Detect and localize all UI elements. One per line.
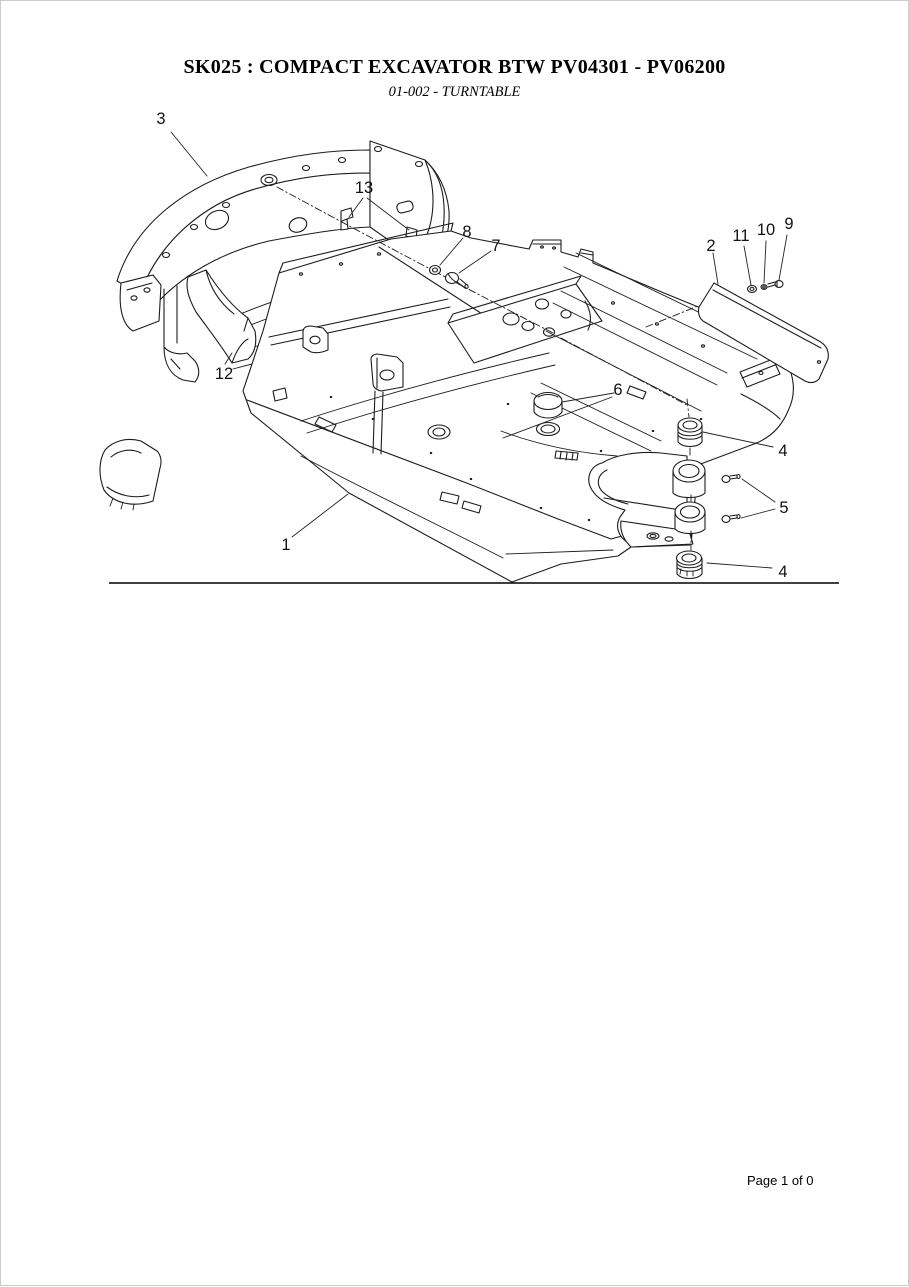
plug-cap-6 [533, 391, 563, 437]
callout-label-8: 8 [462, 223, 471, 241]
callout-leader-2 [712, 252, 719, 285]
callout-label-4: 4 [778, 563, 787, 581]
callout-leader-8 [439, 237, 464, 266]
callout-leader-1 [291, 493, 349, 538]
callout-leader-5 [741, 478, 776, 503]
callout-label-5: 5 [779, 499, 788, 517]
callout-leader-3 [170, 131, 208, 177]
callout-label-1: 1 [281, 536, 290, 554]
clip-13 [340, 207, 354, 231]
callout-leader-13 [348, 197, 364, 218]
callout-leader-5 [740, 508, 776, 519]
callout-label-9: 9 [784, 215, 793, 233]
callout-leader-11 [743, 245, 752, 286]
alignment-lines [276, 186, 688, 406]
cover-left-leg [99, 274, 200, 511]
callout-leader-6 [502, 396, 613, 439]
callout-leader-12 [224, 352, 233, 365]
callout-label-6: 6 [613, 381, 622, 399]
callout-label-4: 4 [778, 442, 787, 460]
side-plate-2 [645, 282, 829, 384]
callout-leader-7 [458, 250, 492, 274]
callout-label-13: 13 [355, 179, 373, 197]
callout-label-10: 10 [757, 221, 775, 239]
bracket-12 [186, 269, 257, 364]
callout-leader-6 [561, 392, 615, 403]
callout-layer: 3 13 8 7 2 11 10 9 12 6 1 4 5 4 [156, 110, 793, 581]
callout-leader-10 [763, 240, 767, 284]
callout-leader-4 [702, 431, 774, 448]
callout-leader-4 [706, 562, 773, 569]
callout-leader-9 [778, 234, 788, 281]
turntable-frame [242, 222, 794, 583]
callout-leader-13 [366, 197, 410, 231]
bushings-and-fittings [672, 398, 741, 580]
callout-label-3: 3 [156, 110, 165, 128]
callout-label-11: 11 [732, 227, 749, 245]
page-title: SK025 : COMPACT EXCAVATOR BTW PV04301 - … [183, 56, 726, 78]
callout-label-12: 12 [215, 365, 233, 383]
section-title: 01-002 - TURNTABLE [388, 84, 521, 100]
page-number: Page 1 of 0 [747, 1173, 814, 1188]
swing-fork [588, 451, 694, 548]
bolt-washer-set-right [746, 280, 784, 294]
callout-label-2: 2 [706, 237, 715, 255]
bolt-washer-set-center [428, 264, 469, 290]
callout-label-7: 7 [491, 237, 500, 255]
